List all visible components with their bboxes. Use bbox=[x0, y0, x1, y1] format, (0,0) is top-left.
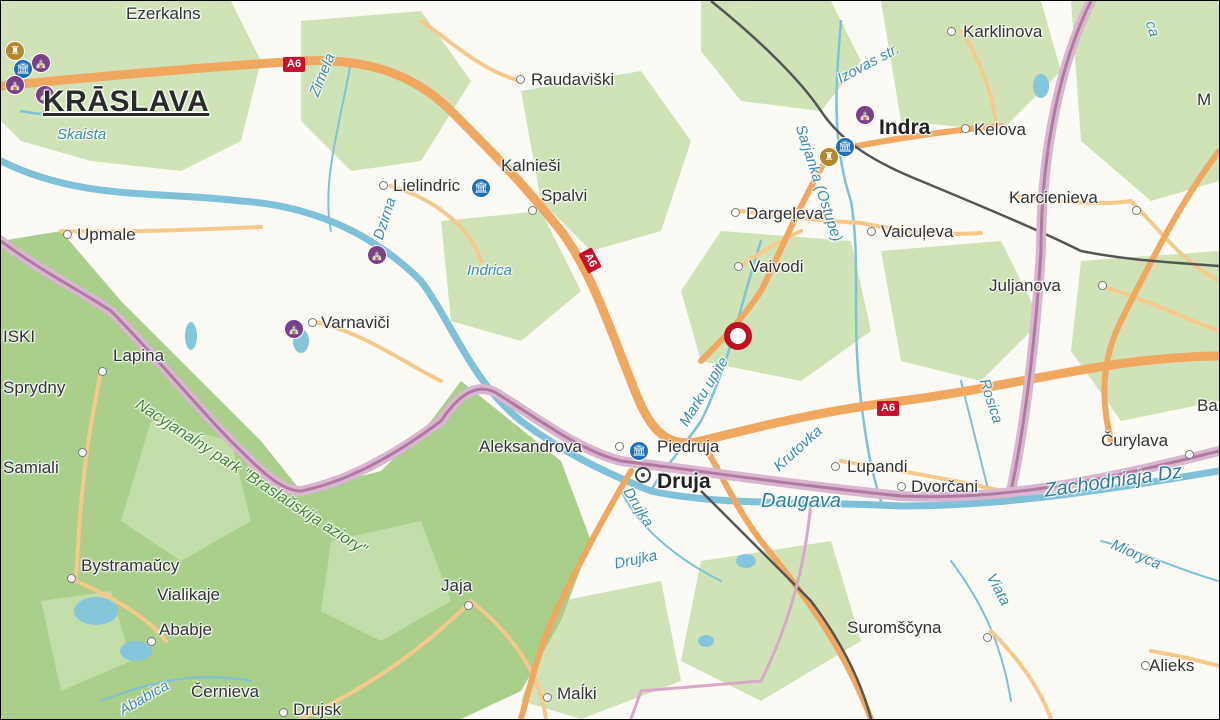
minor-roads bbox=[59, 19, 1219, 719]
settlement-dot[interactable] bbox=[947, 27, 956, 36]
river-label: Indrica bbox=[467, 262, 513, 279]
place-label: Ezerkalns bbox=[126, 4, 201, 23]
settlement-dot[interactable] bbox=[983, 633, 992, 642]
place-label: Černieva bbox=[191, 682, 260, 701]
town-marker[interactable] bbox=[635, 467, 651, 483]
place-label-town[interactable]: Druja bbox=[657, 470, 711, 493]
settlement-dot[interactable] bbox=[961, 124, 970, 133]
place-label: Dargeļeva bbox=[746, 204, 824, 223]
church-icon[interactable]: ⛪ bbox=[855, 105, 875, 125]
place-label: Suromščyna bbox=[847, 618, 942, 637]
place-label: Dvorčani bbox=[911, 477, 979, 496]
settlement-dot[interactable] bbox=[279, 708, 288, 717]
settlement-dot[interactable] bbox=[731, 208, 740, 217]
place-label: Kelova bbox=[974, 120, 1026, 139]
settlement-dot[interactable] bbox=[528, 206, 537, 215]
settlement-dot[interactable] bbox=[543, 693, 552, 702]
church-icon[interactable]: ⛪ bbox=[367, 245, 387, 265]
place-label: Bystramaŭcy bbox=[81, 556, 180, 575]
place-label: Sprydny bbox=[3, 378, 66, 397]
place-label: Ababje bbox=[159, 620, 212, 639]
place-label: Juljanova bbox=[989, 276, 1061, 295]
settlement-dot[interactable] bbox=[63, 230, 72, 239]
museum-icon[interactable]: 🏛 bbox=[835, 137, 855, 157]
place-label: Varnavičі bbox=[321, 313, 390, 332]
settlement-dot[interactable] bbox=[734, 262, 743, 271]
settlement-dot[interactable] bbox=[897, 482, 906, 491]
road-shield-a6: A6 bbox=[283, 57, 306, 72]
lakes bbox=[74, 74, 1049, 661]
river-label: Skaista bbox=[57, 126, 107, 143]
settlement-dot[interactable] bbox=[464, 601, 473, 610]
place-label: Jaja bbox=[441, 576, 473, 595]
place-label: Vialikaje bbox=[157, 585, 221, 604]
settlement-dot[interactable] bbox=[98, 367, 107, 376]
place-label: Drujsk bbox=[293, 700, 342, 719]
place-label: Spalvi bbox=[541, 186, 588, 205]
settlement-dot[interactable] bbox=[1098, 281, 1107, 290]
place-label: Karcienieva bbox=[1009, 188, 1098, 207]
place-label: Lupandi bbox=[847, 457, 908, 476]
place-label: Ba bbox=[1197, 396, 1218, 415]
place-label: Indra bbox=[879, 116, 931, 139]
river-label-major: Daugava bbox=[761, 490, 842, 512]
rivers bbox=[1, 19, 1219, 702]
settlement-dot[interactable] bbox=[1132, 206, 1141, 215]
place-label: Upmale bbox=[77, 225, 136, 244]
place-label: Samiali bbox=[3, 458, 59, 477]
settlement-dot[interactable] bbox=[78, 448, 87, 457]
settlement-dot[interactable] bbox=[1185, 450, 1194, 459]
settlement-dot[interactable] bbox=[67, 574, 76, 583]
church-icon[interactable]: ⛪ bbox=[31, 53, 51, 73]
park-clearings bbox=[41, 421, 451, 691]
place-label: Alieks bbox=[1149, 656, 1195, 675]
place-label: Lielindric bbox=[393, 176, 461, 195]
place-label: M bbox=[1197, 90, 1212, 109]
place-label: Vaicuļeva bbox=[881, 222, 954, 241]
railways bbox=[700, 1, 1219, 719]
settlement-dot[interactable] bbox=[379, 181, 388, 190]
settlement-dot[interactable] bbox=[615, 442, 624, 451]
church-icon[interactable]: ⛪ bbox=[284, 319, 304, 339]
place-label: Kalnieši bbox=[501, 156, 561, 175]
museum-icon[interactable]: 🏛 bbox=[471, 178, 491, 198]
settlement-dot[interactable] bbox=[147, 637, 156, 646]
place-label: Piedruja bbox=[657, 437, 720, 456]
settlement-dot[interactable] bbox=[516, 75, 525, 84]
monument-icon[interactable]: ♜ bbox=[819, 147, 839, 167]
monument-icon[interactable]: ♜ bbox=[5, 41, 25, 61]
church-icon[interactable]: ⛪ bbox=[5, 75, 25, 95]
location-pin-marker[interactable] bbox=[724, 322, 752, 350]
place-label: Raudaviški bbox=[531, 70, 615, 89]
settlement-dot[interactable] bbox=[867, 227, 876, 236]
place-label: Aleksandrova bbox=[479, 437, 583, 456]
place-label: Čurylava bbox=[1101, 431, 1169, 450]
settlement-dot[interactable] bbox=[831, 462, 840, 471]
church-icon[interactable]: ⛪ bbox=[35, 85, 55, 105]
place-label-city[interactable]: KRĀSLAVA bbox=[43, 85, 210, 118]
settlement-dot[interactable] bbox=[1141, 661, 1150, 670]
place-label: Maĺki bbox=[557, 684, 597, 703]
road-shield-a6: A6 bbox=[877, 401, 900, 416]
settlement-dot[interactable] bbox=[308, 318, 317, 327]
place-label: Vaivodi bbox=[749, 257, 804, 276]
museum-icon[interactable]: 🏛 bbox=[629, 441, 649, 461]
place-label: Lapina bbox=[113, 346, 165, 365]
place-label: ISKI bbox=[3, 327, 36, 346]
place-label: Karklinova bbox=[963, 22, 1043, 41]
